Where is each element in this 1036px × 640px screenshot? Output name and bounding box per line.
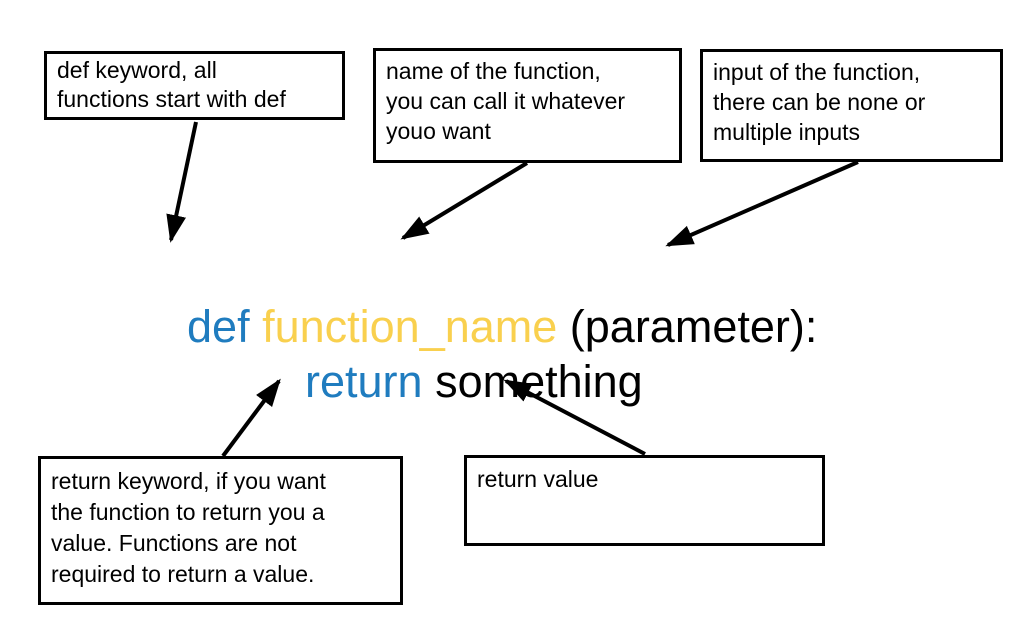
- def-keyword-token: def: [187, 301, 263, 352]
- note-function-name: name of the function, you can call it wh…: [373, 48, 682, 163]
- arrow-def-keyword: [166, 121, 198, 243]
- arrow-parameter: [665, 160, 859, 247]
- note-return-value: return value: [464, 455, 825, 546]
- parameter-token: (parameter):: [557, 301, 818, 352]
- note-return-keyword: return keyword, if you want the function…: [38, 456, 403, 605]
- function-name-token: function_name: [262, 301, 558, 352]
- code-line-return: return something: [255, 307, 643, 457]
- note-input: input of the function, there can be none…: [700, 49, 1003, 162]
- code-line-definition: def function_name (parameter):: [137, 252, 817, 402]
- arrow-function-name: [400, 161, 529, 240]
- return-value-token: something: [435, 356, 643, 407]
- return-keyword-token: return: [305, 356, 436, 407]
- note-def-keyword: def keyword, all functions start with de…: [44, 51, 345, 120]
